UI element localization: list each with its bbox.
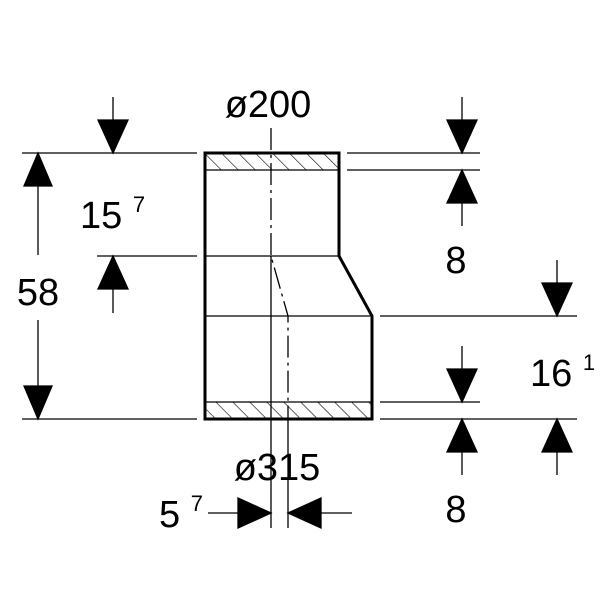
total-height-arrow-up	[23, 151, 53, 187]
upper-section-arrow-up	[96, 254, 130, 290]
top-wall-arrow-up	[445, 168, 479, 204]
bottom-wall-arrow-up	[445, 417, 479, 453]
offset-arrow-left	[286, 496, 322, 530]
center-axes	[270, 128, 289, 528]
offset-label: 5 7	[159, 491, 203, 536]
bottom-diameter-label: ø315	[234, 447, 321, 489]
dimension-arrows	[23, 97, 574, 530]
lower-section-arrow-up	[540, 417, 574, 453]
upper-section-arrow-down	[96, 119, 130, 155]
total-height-arrow-down	[23, 385, 53, 421]
offset-label-main: 5	[159, 494, 180, 536]
top-axis-line	[270, 128, 289, 419]
bottom-wall-arrow-down	[445, 368, 479, 404]
upper-section-label-sup: 7	[133, 192, 145, 217]
dimension-labels: ø200 ø315 58 15 7 8 16 1 8 5 7	[17, 84, 595, 536]
bottom-wall-label: 8	[445, 489, 466, 531]
offset-label-sup: 7	[191, 491, 203, 516]
lower-section-label-main: 16	[530, 353, 572, 395]
top-diameter-label: ø200	[225, 84, 312, 126]
upper-section-label: 15 7	[80, 192, 145, 237]
total-height-label: 58	[17, 272, 59, 314]
offset-arrow-right	[237, 496, 273, 530]
top-wall-hatch	[205, 153, 339, 170]
lower-section-label-sup: 1	[583, 350, 595, 375]
upper-section-label-main: 15	[80, 195, 122, 237]
top-wall-label: 8	[445, 240, 466, 282]
dimension-lines	[22, 152, 577, 420]
lower-section-arrow-down	[540, 282, 574, 318]
lower-section-label: 16 1	[530, 350, 595, 395]
top-wall-arrow-down	[445, 119, 479, 155]
